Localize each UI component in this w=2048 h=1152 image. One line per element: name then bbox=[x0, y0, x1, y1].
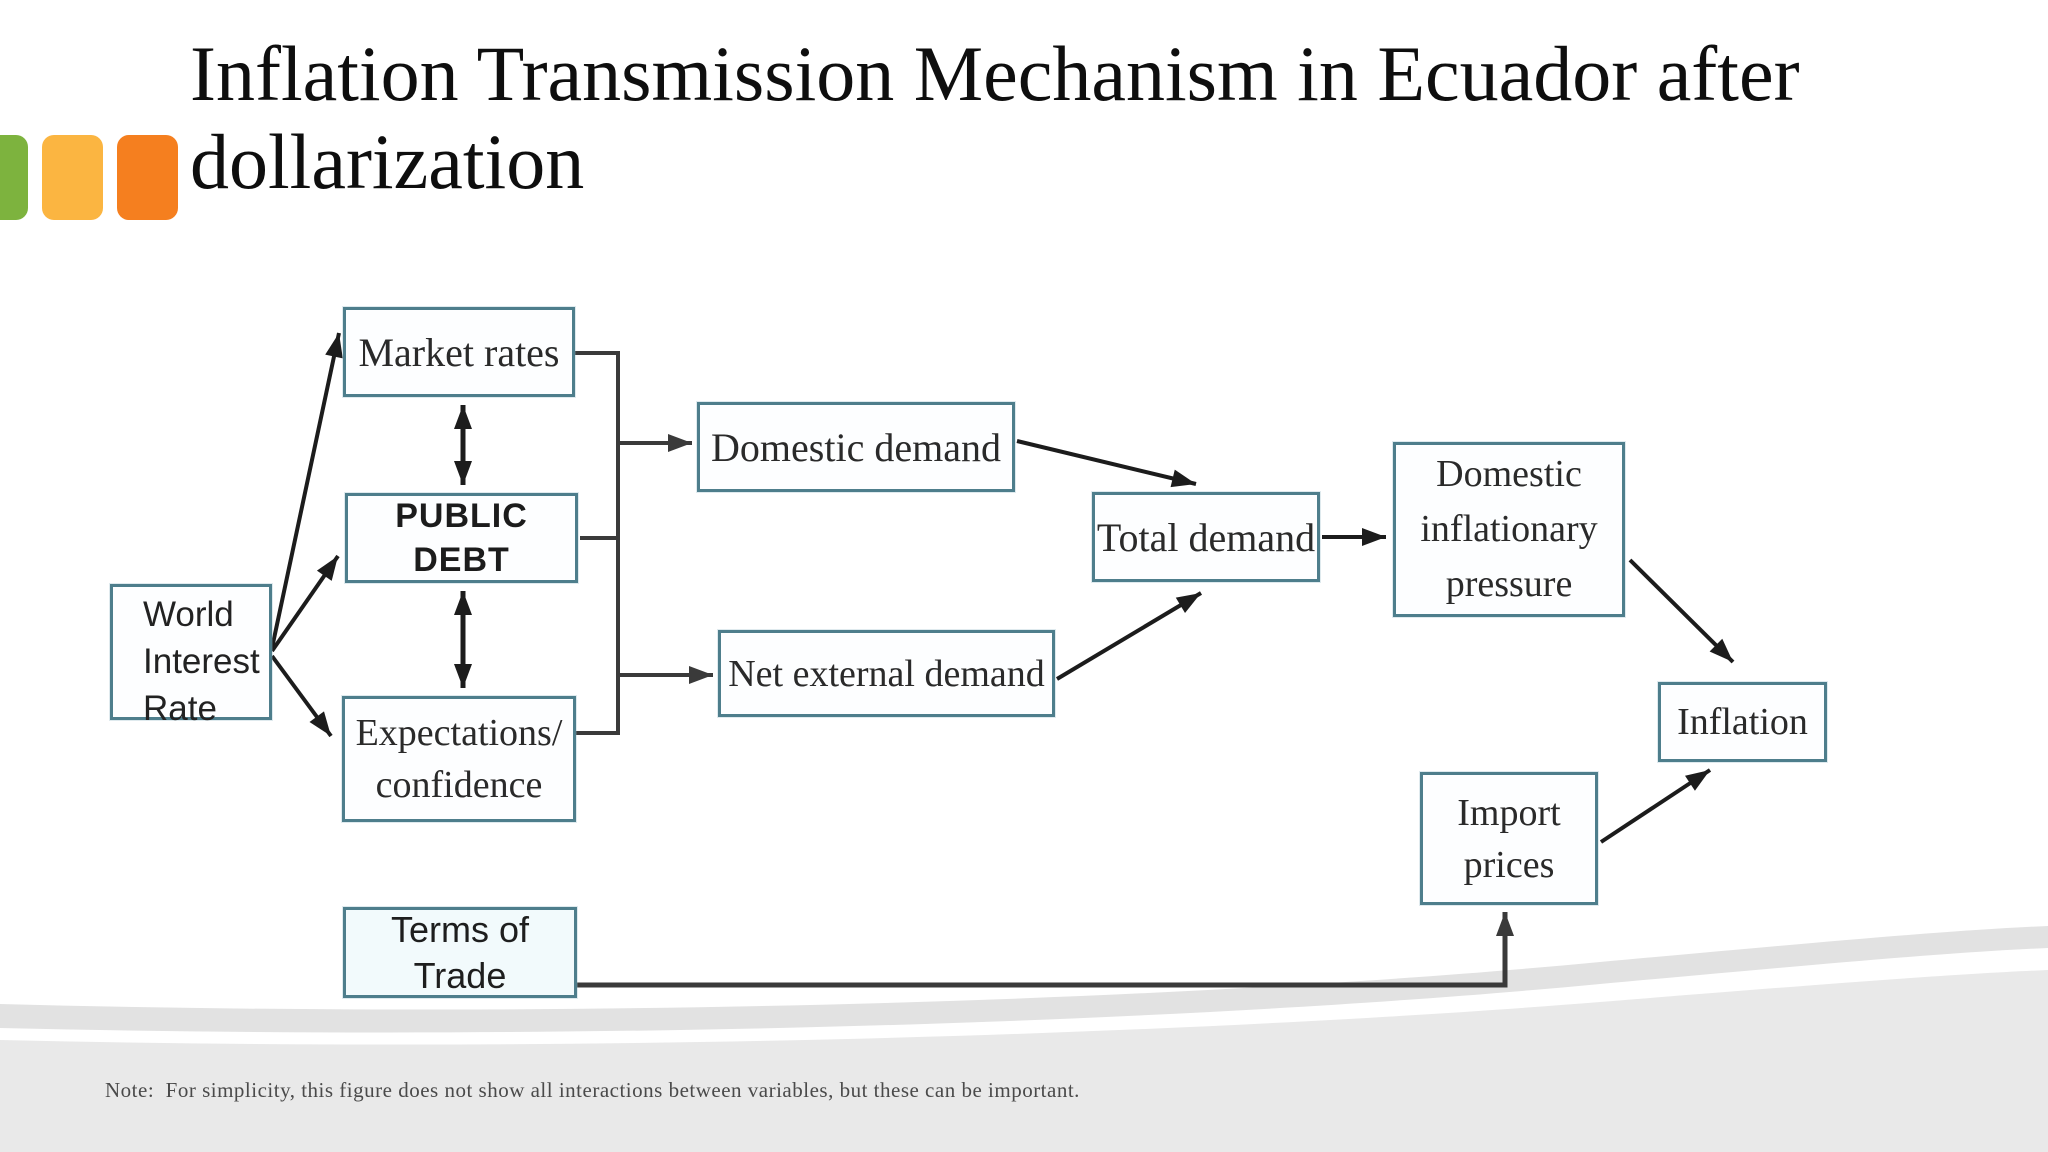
swoosh-footer-band bbox=[0, 970, 2048, 1152]
box-terms-of-trade: Terms of Trade bbox=[343, 907, 577, 998]
box-net-external-demand: Net external demand bbox=[718, 630, 1055, 717]
accent-square-yellow bbox=[42, 135, 103, 220]
box-public-debt: PUBLIC DEBT bbox=[345, 493, 578, 583]
box-domestic-inflationary-pressure: Domestic inflationary pressure bbox=[1393, 442, 1625, 617]
swoosh-upper-band bbox=[0, 926, 2048, 1033]
box-inflation: Inflation bbox=[1658, 682, 1827, 762]
box-domestic-demand: Domestic demand bbox=[697, 402, 1015, 492]
title-line-1: Inflation Transmission Mechanism in Ecua… bbox=[190, 30, 1800, 117]
box-total-demand: Total demand bbox=[1092, 492, 1320, 582]
page-title: Inflation Transmission Mechanism in Ecua… bbox=[190, 30, 1970, 206]
box-import-prices: Import prices bbox=[1420, 772, 1598, 905]
box-world-interest-rate: World Interest Rate bbox=[110, 584, 272, 728]
accent-square-green bbox=[0, 135, 28, 220]
box-expectations-confidence: Expectations/ confidence bbox=[342, 696, 576, 822]
box-market-rates: Market rates bbox=[343, 307, 575, 397]
title-line-2: dollarization bbox=[190, 118, 585, 205]
figure-note: Note: For simplicity, this figure does n… bbox=[105, 1078, 1080, 1102]
accent-square-orange bbox=[117, 135, 178, 220]
